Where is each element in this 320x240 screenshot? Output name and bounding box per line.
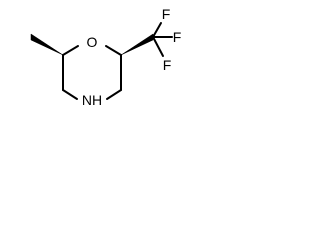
bond-cf-lower: [152, 36, 164, 57]
bond-cf-upper: [152, 22, 162, 38]
oxygen-label: O: [87, 34, 98, 50]
wedge-bond-methyl: [30, 33, 64, 56]
nitrogen-label: NH: [82, 92, 102, 108]
bond-o-c6: [105, 45, 122, 56]
bond-n-c3: [62, 89, 78, 100]
fluorine-label-lower: F: [163, 57, 172, 73]
bond-c2-o: [62, 45, 79, 56]
fluorine-label-right: F: [173, 29, 182, 45]
morpholine-structure: O NH F F F: [30, 6, 182, 108]
structure-canvas: O NH F F F: [0, 0, 186, 148]
wedge-bond-trifluoromethyl: [120, 33, 154, 56]
bond-c5-n: [106, 89, 122, 100]
fluorine-label-upper: F: [162, 6, 171, 22]
